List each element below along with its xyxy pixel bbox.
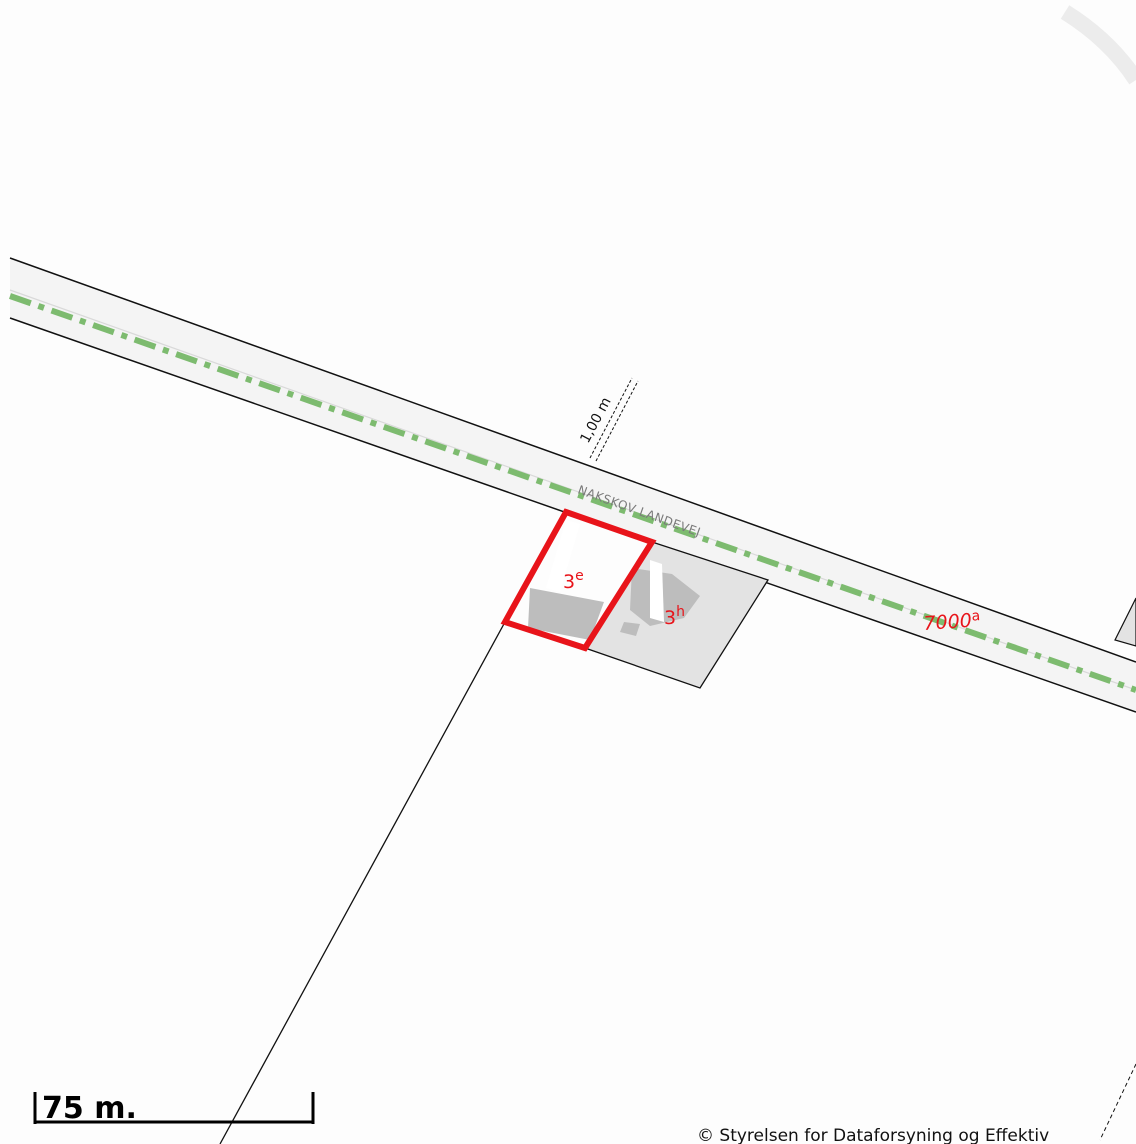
scale-bar-label: 75 m. [42,1091,137,1126]
distance-marker: 1,00 m [577,377,639,462]
building-3e [528,588,604,640]
building-3h [630,568,700,626]
road-centerline [9,289,1136,691]
road-band [10,258,1136,712]
boundary-line-southwest [219,621,506,1144]
highlighted-parcel-3e[interactable] [500,508,657,652]
faint-road-upper-right [1060,5,1136,85]
driveway-3e [546,520,580,592]
right-edge-structure [1114,597,1136,647]
scale-bar: 75 m. [33,1091,315,1126]
building-small-square [620,622,640,636]
attribution-text: © Styrelsen for Dataforsyning og Effekti… [697,1126,1049,1144]
driveway-3h [650,560,664,622]
distance-label: 1,00 m [577,395,614,446]
dashed-line-bottom-right [1099,1063,1136,1141]
parcel-label-7000a: 7000a [923,608,981,635]
road-edge-top [9,257,1136,663]
parcel-label-3e: 3e [563,568,584,593]
parcel-label-3h: 3h [664,604,685,629]
